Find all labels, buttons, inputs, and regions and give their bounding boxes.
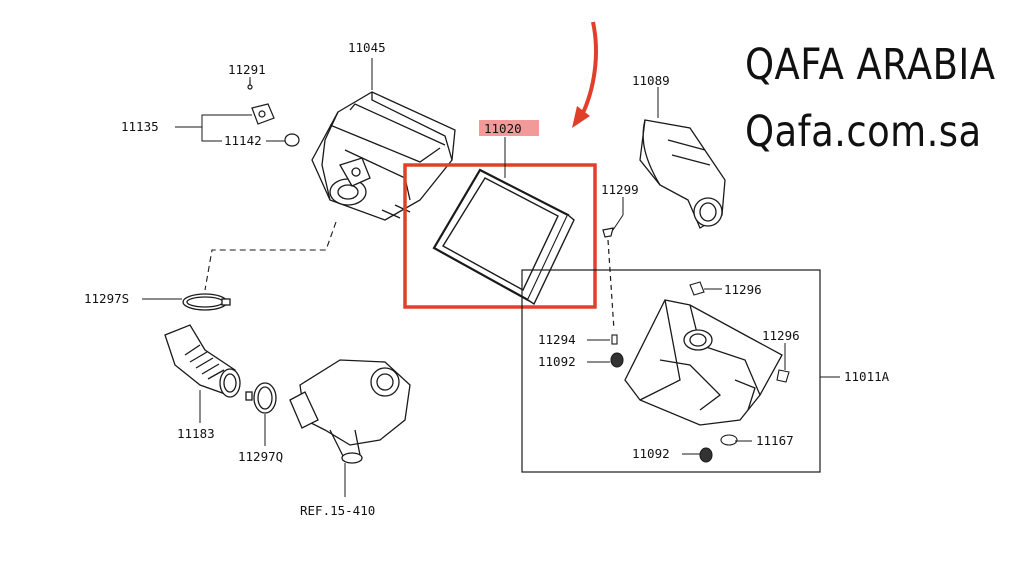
label-11291: 11291 xyxy=(228,62,266,77)
highlight-label-bg xyxy=(479,120,539,136)
air-cleaner-case xyxy=(624,299,783,426)
label-11167: 11167 xyxy=(756,433,794,448)
label-11142: 11142 xyxy=(224,133,262,148)
highlight-arrow xyxy=(572,21,598,128)
clamp-11297s xyxy=(182,293,231,311)
hose-11183 xyxy=(164,324,241,398)
brand-name: QAFA ARABIA xyxy=(745,40,996,90)
washer-11167 xyxy=(720,434,738,446)
label-11011A: 11011A xyxy=(844,369,890,384)
pin-11294 xyxy=(611,334,618,345)
clip-11296-right xyxy=(776,369,790,383)
label-11089: 11089 xyxy=(632,73,670,88)
label-11297S: 11297S xyxy=(84,291,129,306)
brand-website: Qafa.com.sa xyxy=(745,107,982,157)
callout-labels: 11045 11291 11135 11142 11020 11089 1129… xyxy=(84,40,890,518)
intake-duct xyxy=(639,119,726,229)
leader-lines xyxy=(142,58,840,497)
turbocharger xyxy=(289,359,411,464)
air-filter-element xyxy=(432,168,575,306)
grommet-11092-lower xyxy=(699,447,713,463)
label-ref-15-410: REF.15-410 xyxy=(300,503,375,518)
clamp-11297q xyxy=(245,382,277,414)
label-11183: 11183 xyxy=(177,426,215,441)
label-11135: 11135 xyxy=(121,119,159,134)
label-11296-a: 11296 xyxy=(724,282,762,297)
label-11045: 11045 xyxy=(348,40,386,55)
sensor-assembly xyxy=(247,80,300,147)
grommet-11092-upper xyxy=(610,352,624,368)
label-11092-a: 11092 xyxy=(538,354,576,369)
highlight-box xyxy=(403,163,597,309)
label-11092-b: 11092 xyxy=(632,446,670,461)
lower-case-frame xyxy=(521,269,821,473)
dashed-path-hose xyxy=(204,221,337,291)
air-cleaner-cover xyxy=(311,91,456,221)
label-11296-b: 11296 xyxy=(762,328,800,343)
label-11294: 11294 xyxy=(538,332,576,347)
label-11020: 11020 xyxy=(484,121,522,136)
bolt-11299 xyxy=(602,227,615,331)
label-11299: 11299 xyxy=(601,182,639,197)
clip-11296-upper xyxy=(689,281,705,296)
label-11297Q: 11297Q xyxy=(238,449,283,464)
